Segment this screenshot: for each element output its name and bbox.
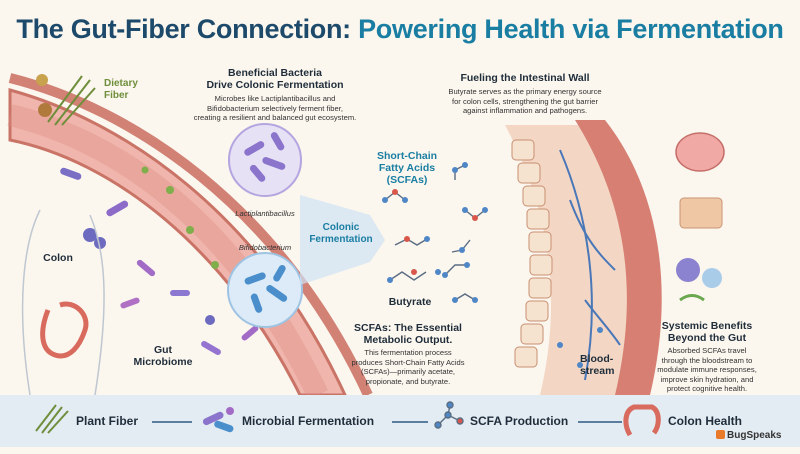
butyrate-label: Butyrate <box>388 296 432 308</box>
seed-icon <box>38 103 52 117</box>
brand-logo: BugSpeaks <box>716 430 781 441</box>
gut-bacteria-cluster <box>60 166 259 355</box>
dietary-fiber-label: Dietary Fiber <box>104 78 138 101</box>
colon-icon <box>623 404 661 437</box>
brain-icon <box>675 132 725 172</box>
step-plant-fiber: Plant Fiber <box>76 414 139 428</box>
bifidobacterium-circle <box>227 252 303 328</box>
bacteria-heading-1: Beneficial Bacteria <box>228 67 322 79</box>
colon-label: Colon <box>43 252 73 264</box>
bloodstream-label: Blood- stream <box>580 353 615 377</box>
colonic-fermentation-label: Colonic Fermentation <box>309 222 373 245</box>
bacteria-section: Beneficial Bacteria Drive Colonic Fermen… <box>180 67 370 123</box>
wheat-icon <box>35 404 69 434</box>
immune-cell-icon <box>676 258 700 282</box>
fueling-heading: Fueling the Intestinal Wall <box>460 72 590 84</box>
title-part-2: Powering Health via Fermentation <box>350 14 784 44</box>
process-flow-bar: Plant Fiber Microbial Fermentation SCFA … <box>0 395 800 447</box>
bacteria-heading-2: Drive Colonic Fermentation <box>206 79 344 91</box>
gut-microbiome-label: Gut Microbiome <box>133 344 193 368</box>
molecule-icon <box>434 401 464 429</box>
systemic-benefits-section: Systemic Benefits Beyond the Gut Absorbe… <box>657 320 757 393</box>
flow-connector <box>578 421 622 423</box>
step-colon-health: Colon Health <box>668 414 742 428</box>
lactiplantibacillus-label: Lactiplantibacillus <box>235 209 295 218</box>
body-outline <box>21 209 105 396</box>
flow-connector <box>152 421 192 423</box>
bacteria-icon <box>202 407 234 433</box>
epithelial-cells <box>511 139 553 368</box>
colon-lumen <box>7 104 328 400</box>
colon-organ <box>40 301 89 359</box>
scfa-output-section: SCFAs: The Essential Metabolic Output. T… <box>351 322 465 386</box>
fueling-section: Fueling the Intestinal Wall Butyrate ser… <box>430 72 620 116</box>
fiber-bundle-icon <box>47 75 96 126</box>
title-part-1: The Gut-Fiber Connection: <box>16 14 351 44</box>
skin-icon <box>679 197 723 229</box>
page-title: The Gut-Fiber Connection: Powering Healt… <box>0 14 800 45</box>
blood-vessels <box>559 149 621 381</box>
brand-mark-icon <box>716 430 725 439</box>
step-microbial-fermentation: Microbial Fermentation <box>242 414 375 428</box>
bifidobacterium-label: Bifidobacterium <box>238 243 292 252</box>
muscle-layer <box>575 120 662 395</box>
fermentation-arrow <box>300 195 385 285</box>
flow-connector <box>392 421 428 423</box>
scfa-label: Short-Chain Fatty Acids (SCFAs) <box>376 150 438 186</box>
step-scfa-production: SCFA Production <box>470 414 569 428</box>
